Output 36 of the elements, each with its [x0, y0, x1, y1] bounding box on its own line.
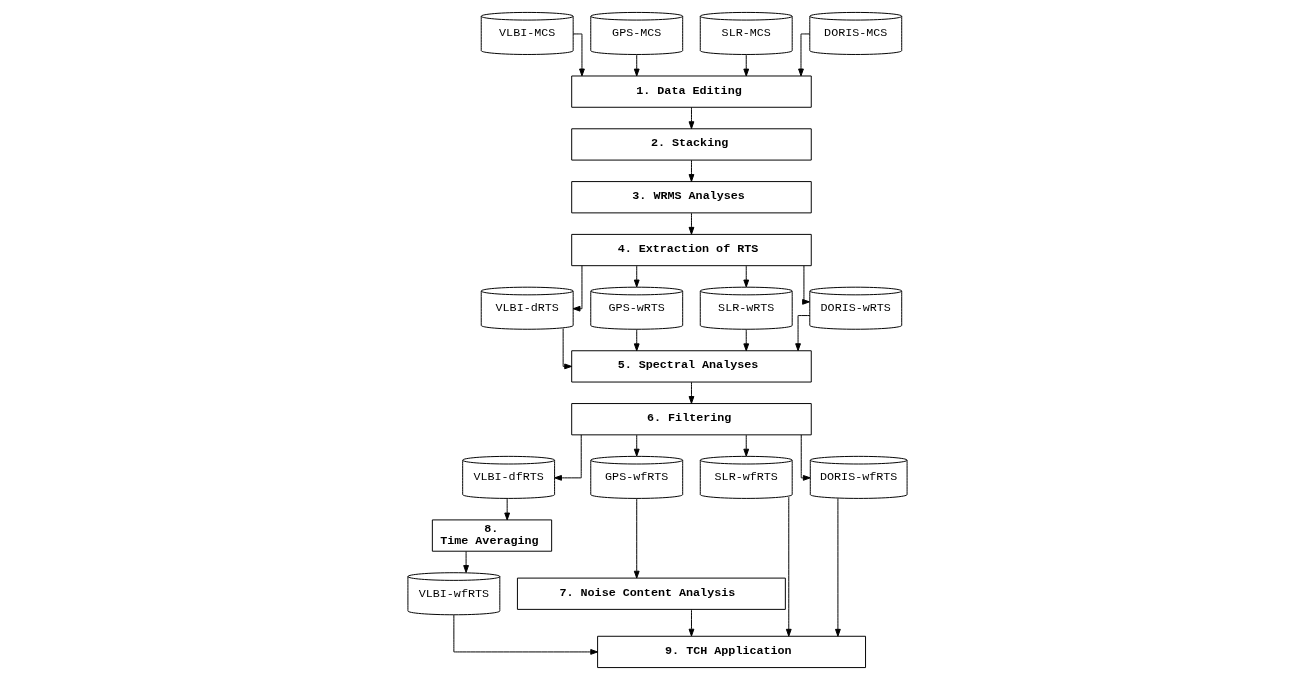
node-box: 6. Filtering [571, 403, 812, 436]
node-box: 4. Extraction of RTS [571, 233, 812, 267]
arrow [835, 497, 841, 637]
node-box: 9. TCH Application [597, 635, 866, 669]
arrow [800, 434, 811, 481]
arrow [743, 265, 750, 288]
arrow [572, 33, 585, 77]
arrow [795, 315, 811, 352]
arrow [633, 329, 640, 352]
node-box: 3. WRMS Analyses [571, 181, 812, 214]
arrow [785, 496, 792, 637]
node-box: 7. Noise Content Analysis [516, 577, 786, 610]
arrow [504, 498, 511, 521]
arrow [453, 614, 599, 655]
arrow [743, 329, 750, 352]
arrow [688, 609, 695, 637]
arrow [633, 54, 640, 77]
arrow [798, 33, 811, 77]
arrow [554, 434, 582, 481]
arrow [688, 159, 695, 182]
arrow [802, 265, 810, 305]
arrow [463, 550, 469, 573]
arrow [688, 381, 695, 404]
arrow [633, 265, 640, 288]
arrow [572, 265, 583, 312]
node-box: 5. Spectral Analyses [571, 350, 812, 383]
arrow [743, 434, 750, 457]
arrow [743, 54, 750, 77]
node-box: 1. Data Editing [571, 75, 812, 108]
arrow [633, 497, 640, 579]
node-box: 2. Stacking [571, 128, 812, 161]
arrow [562, 328, 573, 370]
arrow [633, 434, 640, 457]
arrow [688, 212, 695, 235]
arrow [688, 107, 695, 130]
node-box: 8. Time Averaging [431, 519, 553, 552]
